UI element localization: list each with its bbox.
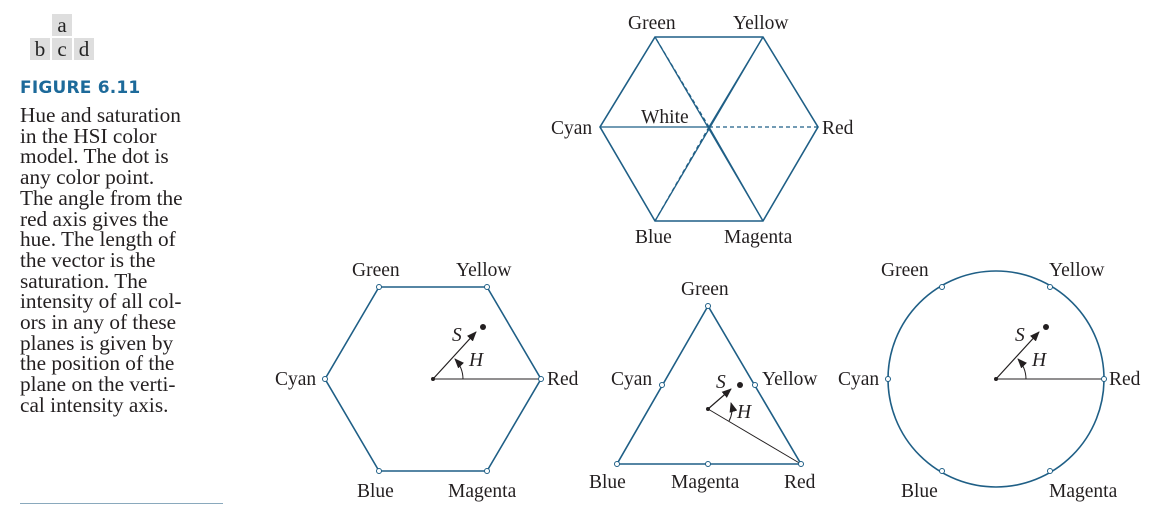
panel-key-a: a: [52, 14, 72, 36]
origin-point: [706, 407, 710, 411]
caption-line: ors in any of these: [20, 310, 177, 335]
caption-line: model. The dot is: [20, 144, 169, 169]
origin-point: [994, 377, 998, 381]
vertex-marker: [614, 461, 620, 467]
label-yellow: Yellow: [456, 260, 511, 281]
label-magenta: Magenta: [671, 472, 740, 493]
label-green: Green: [628, 13, 676, 34]
label-white: White: [641, 107, 689, 128]
caption-line: the vector is the: [20, 247, 156, 272]
label-blue: Blue: [901, 481, 938, 502]
vertex-marker: [376, 284, 382, 290]
figure-caption: Hue and saturation in the HSI color mode…: [20, 105, 230, 416]
label-blue: Blue: [589, 472, 626, 493]
circle-marker: [885, 376, 891, 382]
midpoint-marker: [659, 382, 665, 388]
label-s: S: [716, 372, 726, 393]
yellow-blue-line: [654, 36, 764, 222]
label-green: Green: [681, 279, 729, 300]
circle-marker: [1047, 468, 1053, 474]
color-point: [737, 382, 743, 388]
label-s: S: [1015, 325, 1025, 346]
circle-marker: [939, 284, 945, 290]
saturation-vector: [995, 331, 1040, 380]
saturation-vector: [432, 331, 477, 380]
red-axis: [707, 408, 802, 465]
label-yellow: Yellow: [733, 13, 788, 34]
label-cyan: Cyan: [551, 118, 592, 139]
caption-line: in the HSI color: [20, 123, 157, 148]
caption-line: cal intensity axis.: [20, 392, 169, 417]
label-red: Red: [1109, 369, 1141, 390]
label-cyan: Cyan: [275, 369, 316, 390]
vertex-marker: [705, 303, 711, 309]
label-red: Red: [784, 472, 816, 493]
caption-line: plane on the verti-: [20, 372, 176, 397]
caption-line: saturation. The: [20, 268, 148, 293]
figure-label: FIGURE 6.11: [20, 78, 141, 98]
panel-key: a b c d: [30, 14, 110, 62]
vertex-marker: [322, 376, 328, 382]
panel-d-circle: Green Yellow Cyan Red Blue Magenta S H: [838, 260, 1141, 502]
label-green: Green: [881, 260, 929, 281]
saturation-vector: [707, 388, 732, 410]
caption-line: planes is given by: [20, 330, 174, 355]
panel-c-triangle: Green Cyan Yellow Blue Magenta Red S H: [589, 279, 817, 493]
label-cyan: Cyan: [611, 369, 652, 390]
label-magenta: Magenta: [448, 481, 517, 502]
label-red: Red: [822, 118, 854, 139]
caption-line: intensity of all col-: [20, 289, 182, 314]
caption-line: any color point.: [20, 165, 155, 190]
panel-key-b: b: [30, 38, 50, 60]
panel-b-hexagon: Green Yellow Cyan Red Blue Magenta S H: [275, 260, 579, 502]
caption-line: Hue and saturation: [20, 103, 181, 127]
hue-angle-arc: [728, 402, 738, 422]
label-h: H: [468, 350, 484, 371]
vertex-marker: [798, 461, 804, 467]
label-magenta: Magenta: [724, 227, 793, 248]
midpoint-marker: [752, 382, 758, 388]
label-magenta: Magenta: [1049, 481, 1118, 502]
vertex-marker: [376, 468, 382, 474]
label-blue: Blue: [357, 481, 394, 502]
label-green: Green: [352, 260, 400, 281]
label-red: Red: [547, 369, 579, 390]
caption-line: hue. The length of: [20, 227, 176, 252]
circle-marker: [939, 468, 945, 474]
color-point: [480, 324, 486, 330]
panel-key-c: c: [52, 38, 72, 60]
label-h: H: [1031, 350, 1047, 371]
caption-rule: [20, 503, 223, 504]
label-h: H: [736, 402, 752, 423]
label-yellow: Yellow: [1049, 260, 1104, 281]
label-yellow: Yellow: [762, 369, 817, 390]
circle-marker: [1101, 376, 1107, 382]
hue-angle-arc: [1017, 358, 1028, 380]
vertex-marker: [484, 468, 490, 474]
label-blue: Blue: [635, 227, 672, 248]
label-s: S: [452, 325, 462, 346]
label-cyan: Cyan: [838, 369, 879, 390]
vertex-marker: [538, 376, 544, 382]
hue-angle-arc: [454, 358, 465, 380]
panel-key-d: d: [74, 38, 94, 60]
midpoint-marker: [705, 461, 711, 467]
vertex-marker: [484, 284, 490, 290]
color-point: [1043, 324, 1049, 330]
origin-point: [431, 377, 435, 381]
panel-a-hexagon: Green Yellow Cyan White Red Blue Magenta: [551, 13, 854, 248]
caption-line: the position of the: [20, 351, 175, 376]
caption-line: The angle from the: [20, 185, 183, 210]
caption-line: red axis gives the: [20, 206, 169, 231]
circle-marker: [1047, 284, 1053, 290]
